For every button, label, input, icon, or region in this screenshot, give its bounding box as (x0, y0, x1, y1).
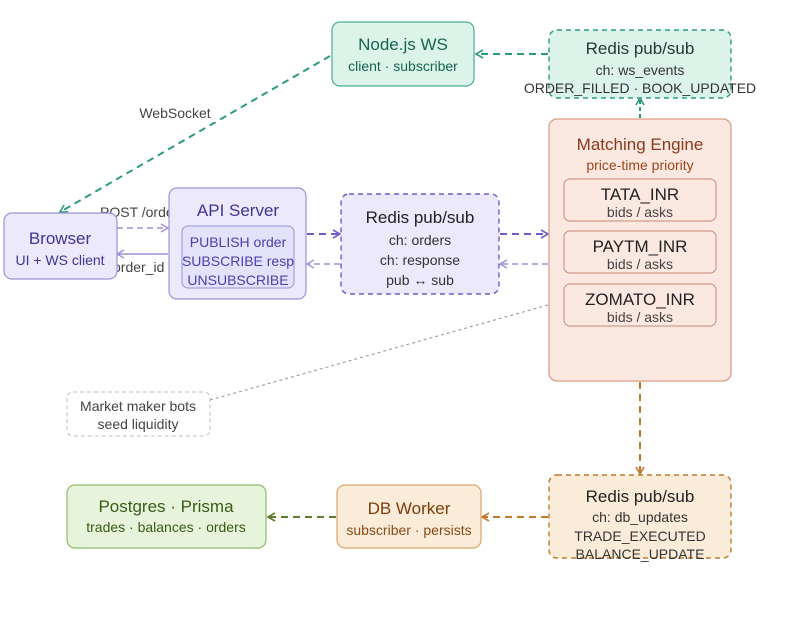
svg-text:TATA_INR: TATA_INR (601, 185, 679, 204)
svg-text:UI + WS client: UI + WS client (15, 252, 104, 268)
svg-text:Postgres · Prisma: Postgres · Prisma (98, 497, 234, 516)
svg-text:subscriber · persists: subscriber · persists (346, 522, 471, 538)
post-order-label: POST /order (100, 204, 179, 220)
svg-text:Redis pub/sub: Redis pub/sub (586, 39, 695, 58)
order-book-paytm: PAYTM_INR bids / asks (563, 230, 717, 274)
node-browser: Browser UI + WS client (3, 212, 118, 280)
node-api-server: API Server PUBLISH order SUBSCRIBE resp … (168, 187, 307, 300)
svg-text:price-time priority: price-time priority (586, 157, 693, 173)
svg-text:ch: orders: ch: orders (389, 232, 451, 248)
svg-text:Browser: Browser (29, 229, 92, 248)
svg-text:seed liquidity: seed liquidity (98, 416, 179, 432)
svg-text:ch: ws_events: ch: ws_events (596, 62, 685, 78)
svg-text:Market maker bots: Market maker bots (80, 398, 196, 414)
edge-websocket (58, 55, 331, 213)
svg-text:Redis pub/sub: Redis pub/sub (586, 487, 695, 506)
svg-text:PUBLISH order: PUBLISH order (190, 234, 287, 250)
node-postgres: Postgres · Prisma trades · balances · or… (66, 484, 267, 549)
svg-text:Node.js WS: Node.js WS (358, 35, 448, 54)
node-redis-db-updates: Redis pub/sub ch: db_updates TRADE_EXECU… (548, 474, 732, 562)
node-redis-ws-events: Redis pub/sub ch: ws_events ORDER_FILLED… (524, 29, 756, 99)
svg-text:TRADE_EXECUTED: TRADE_EXECUTED (574, 528, 705, 544)
svg-text:client · subscriber: client · subscriber (348, 58, 458, 74)
svg-text:bids / asks: bids / asks (607, 204, 673, 220)
svg-text:SUBSCRIBE resp: SUBSCRIBE resp (182, 253, 294, 269)
svg-text:API Server: API Server (197, 201, 280, 220)
edge-market-maker (209, 304, 549, 401)
svg-text:ORDER_FILLED · BOOK_UPDATED: ORDER_FILLED · BOOK_UPDATED (524, 80, 756, 96)
svg-text:ch: response: ch: response (380, 252, 460, 268)
svg-text:BALANCE_UPDATE: BALANCE_UPDATE (576, 546, 705, 562)
svg-text:WebSocket: WebSocket (139, 105, 210, 121)
svg-text:pub ↔ sub: pub ↔ sub (386, 272, 454, 288)
node-market-maker: Market maker bots seed liquidity (66, 391, 211, 437)
svg-text:ZOMATO_INR: ZOMATO_INR (585, 290, 695, 309)
order-id-label: order_id (113, 259, 164, 275)
svg-text:Redis pub/sub: Redis pub/sub (366, 208, 475, 227)
node-matching-engine: Matching Engine price-time priority TATA… (548, 118, 732, 382)
svg-text:DB Worker: DB Worker (368, 499, 451, 518)
order-book-zomato: ZOMATO_INR bids / asks (563, 283, 717, 327)
svg-text:PAYTM_INR: PAYTM_INR (593, 237, 688, 256)
svg-text:Matching Engine: Matching Engine (577, 135, 704, 154)
svg-text:ch: db_updates: ch: db_updates (592, 509, 688, 525)
svg-text:bids / asks: bids / asks (607, 309, 673, 325)
svg-text:UNSUBSCRIBE: UNSUBSCRIBE (187, 272, 288, 288)
svg-text:trades · balances · orders: trades · balances · orders (86, 519, 246, 535)
node-redis-orders: Redis pub/sub ch: orders ch: response pu… (340, 193, 500, 295)
node-db-worker: DB Worker subscriber · persists (336, 484, 482, 549)
node-nodejs-ws: Node.js WS client · subscriber (331, 21, 475, 87)
order-book-tata: TATA_INR bids / asks (563, 178, 717, 222)
svg-text:bids / asks: bids / asks (607, 256, 673, 272)
websocket-label: WebSocket (132, 102, 218, 122)
